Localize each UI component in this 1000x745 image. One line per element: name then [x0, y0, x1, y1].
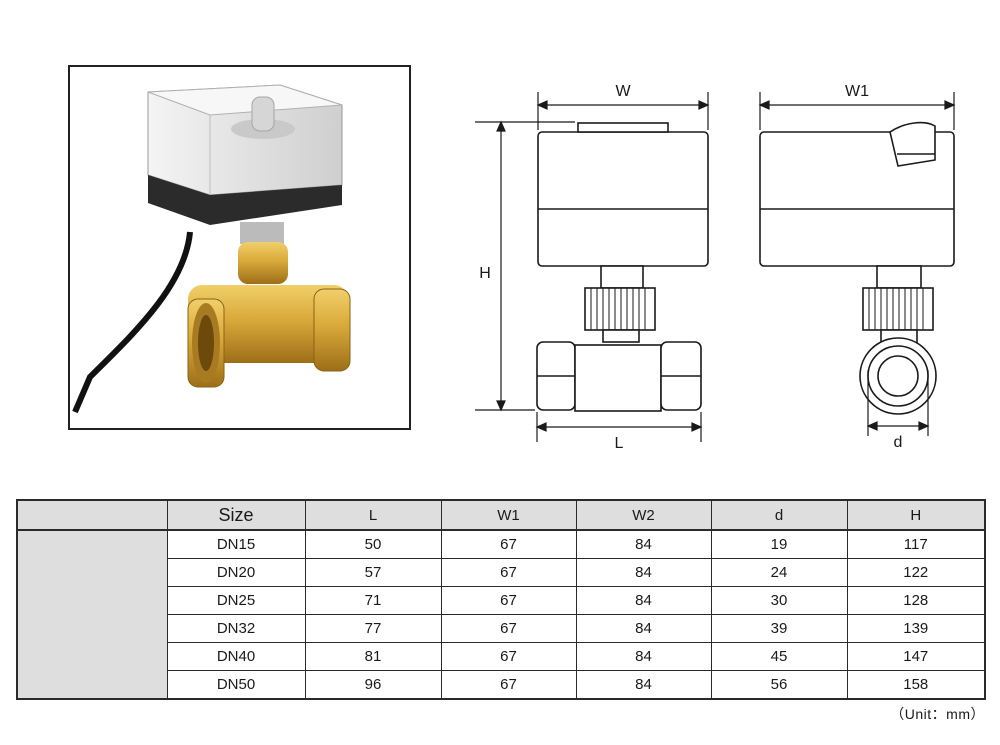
column-header: L: [304, 499, 442, 531]
table-cell: 147: [846, 642, 986, 671]
side-blank-cell: [16, 529, 168, 700]
table-row: DN50 96 67 84 56 158: [17, 670, 986, 700]
label-l: L: [615, 435, 624, 452]
table-cell: 84: [575, 670, 712, 700]
column-header: W1: [440, 499, 577, 531]
column-header: H: [846, 499, 986, 531]
product-photo: [68, 65, 411, 430]
table-cell: 158: [846, 670, 986, 700]
label-w: W: [615, 83, 631, 100]
side-view: [759, 121, 955, 415]
column-header: W2: [575, 499, 712, 531]
column-header: Size: [166, 499, 306, 531]
motorized-ball-valve-image: [72, 84, 351, 414]
table-cell: 84: [575, 558, 712, 587]
table-cell: DN40: [166, 642, 306, 671]
table-row: DN20 57 67 84 24 122: [17, 558, 986, 587]
column-header: d: [710, 499, 848, 531]
table-cell: 117: [846, 529, 986, 559]
table-cell: 139: [846, 614, 986, 643]
label-d: d: [894, 434, 903, 451]
label-h: H: [479, 265, 491, 282]
table-cell: 56: [710, 670, 848, 700]
table-cell: 50: [304, 529, 442, 559]
table-cell: DN32: [166, 614, 306, 643]
table-cell: 84: [575, 642, 712, 671]
table-cell: 19: [710, 529, 848, 559]
table-cell: 128: [846, 586, 986, 615]
table-cell: 57: [304, 558, 442, 587]
table-row: DN40 81 67 84 45 147: [17, 642, 986, 671]
table-cell: DN15: [166, 529, 306, 559]
table-cell: 84: [575, 614, 712, 643]
table-cell: 122: [846, 558, 986, 587]
table-cell: 67: [440, 642, 577, 671]
table-cell: 30: [710, 586, 848, 615]
table-header-row: Size L W1 W2 d H: [16, 499, 986, 531]
table-cell: 67: [440, 586, 577, 615]
table-cell: 84: [575, 529, 712, 559]
table-cell: 67: [440, 614, 577, 643]
header-blank-cell: [16, 499, 168, 531]
table-cell: 81: [304, 642, 442, 671]
table-cell: 84: [575, 586, 712, 615]
table-cell: DN25: [166, 586, 306, 615]
table-cell: 45: [710, 642, 848, 671]
unit-note: （Unit：mm）: [890, 706, 985, 722]
table-cell: 24: [710, 558, 848, 587]
table-cell: 67: [440, 670, 577, 700]
table-cell: 77: [304, 614, 442, 643]
table-cell: 39: [710, 614, 848, 643]
dimension-table: Size L W1 W2 d H DN15 50 67 84 19 117 DN…: [16, 499, 986, 700]
table-cell: 96: [304, 670, 442, 700]
label-w1: W1: [845, 83, 869, 100]
table-row: DN15 50 67 84 19 117: [16, 529, 986, 700]
table-cell: DN50: [166, 670, 306, 700]
table-cell: 67: [440, 558, 577, 587]
table-cell: 67: [440, 529, 577, 559]
table-cell: 71: [304, 586, 442, 615]
front-view: [536, 122, 709, 412]
table-cell: DN20: [166, 558, 306, 587]
table-row: DN32 77 67 84 39 139: [17, 614, 986, 643]
dimension-drawing: W W1 H L d: [475, 83, 956, 452]
